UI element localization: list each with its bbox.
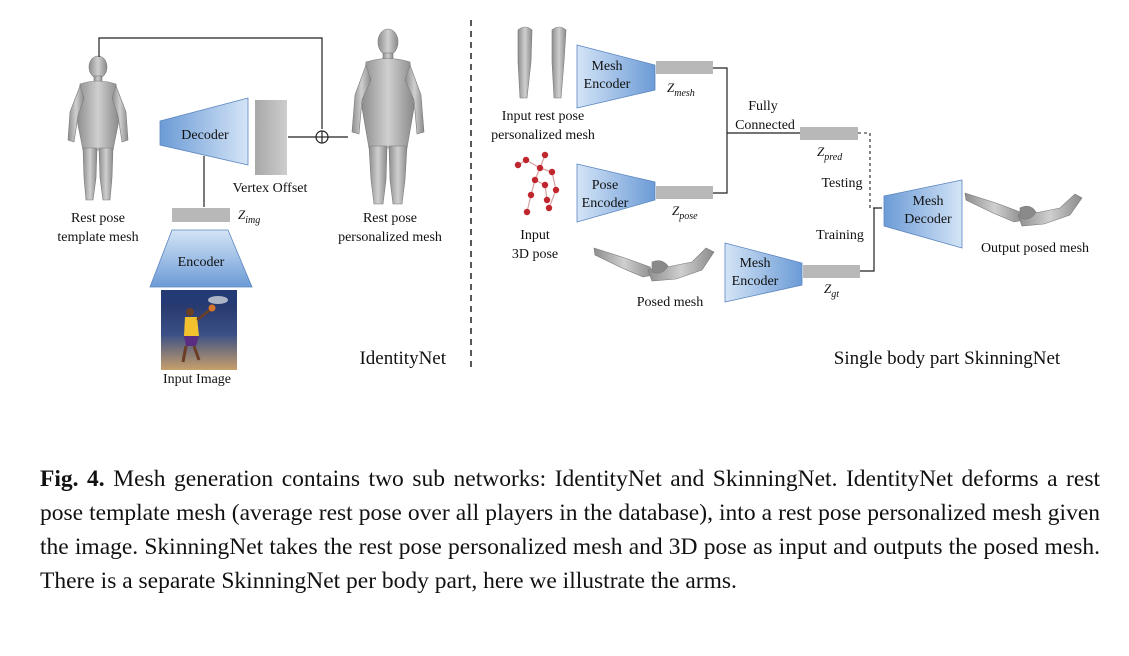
identitynet-title: IdentityNet: [359, 348, 446, 369]
z-pose-label: Zpose: [672, 203, 698, 222]
training-path: [860, 207, 882, 272]
z-gt-label: Zgt: [824, 281, 839, 300]
z-pose-latent-bar: [656, 186, 713, 199]
z-pred-label: Zpred: [817, 144, 843, 163]
fully-connected-label-2: Connected: [735, 118, 795, 133]
mesh-encoder-bottom-block: [724, 242, 803, 303]
decoder-block: [159, 97, 249, 166]
z-mesh-label: Zmesh: [667, 80, 695, 99]
mesh-encoder-bottom-label-2: Encoder: [732, 274, 779, 289]
training-label: Training: [816, 228, 864, 243]
identitynet-panel: Rest pose template mesh Decoder Vertex O…: [57, 28, 447, 387]
output-posed-mesh-label: Output posed mesh: [981, 241, 1089, 256]
input-arms-mesh: [517, 26, 567, 99]
z-mesh-latent-bar: [656, 61, 713, 74]
fully-connected-label-1: Fully: [748, 99, 778, 114]
plus-circle-icon: [315, 130, 329, 144]
mesh-encoder-top-label-1: Mesh: [591, 59, 622, 74]
mesh-decoder-label-1: Mesh: [912, 194, 943, 209]
pose-encoder-label-2: Encoder: [582, 196, 629, 211]
personalized-body-mesh: [351, 28, 425, 205]
input-image: [161, 290, 237, 370]
template-body-mesh: [67, 55, 129, 201]
mesh-encoder-top-label-2: Encoder: [584, 77, 631, 92]
posed-mesh-gt: [593, 247, 715, 282]
mesh-encoder-bottom-label-1: Mesh: [739, 256, 770, 271]
personalized-mesh-label-2: personalized mesh: [338, 230, 442, 245]
template-mesh-label-1: Rest pose: [71, 211, 125, 226]
figure-diagram: Rest pose template mesh Decoder Vertex O…: [57, 20, 1089, 387]
input-3d-pose-skeleton: [514, 151, 560, 216]
pose-encoder-label-1: Pose: [592, 178, 618, 193]
decoder-label: Decoder: [181, 128, 229, 143]
skinningnet-title: Single body part SkinningNet: [834, 348, 1061, 369]
encoder-label: Encoder: [178, 255, 225, 270]
skinningnet-panel: Input rest pose personalized mesh Mesh E…: [491, 26, 1089, 369]
encoder-block: [149, 229, 253, 288]
output-posed-mesh: [964, 192, 1083, 227]
posed-mesh-label: Posed mesh: [637, 295, 704, 310]
skip-connection-line: [98, 37, 323, 129]
caption-text: Mesh generation contains two sub network…: [40, 466, 1100, 594]
figure-caption: Fig. 4. Mesh generation contains two sub…: [40, 462, 1100, 598]
input-pose-label-2: 3D pose: [512, 247, 558, 262]
personalized-mesh-label-1: Rest pose: [363, 211, 417, 226]
input-mesh-label-2: personalized mesh: [491, 128, 595, 143]
input-mesh-label-1: Input rest pose: [502, 109, 584, 124]
input-pose-label-1: Input: [520, 228, 550, 243]
mesh-decoder-label-2: Decoder: [904, 212, 952, 227]
mesh-decoder-block: [883, 179, 963, 249]
template-mesh-label-2: template mesh: [57, 230, 138, 245]
z-gt-latent-bar: [803, 265, 860, 278]
z-img-latent-bar: [172, 208, 230, 222]
vertex-offset-label: Vertex Offset: [233, 181, 308, 196]
z-img-label: Zimg: [238, 207, 260, 226]
caption-fig-label: Fig. 4.: [40, 466, 105, 492]
z-pred-latent-bar: [800, 127, 858, 140]
mesh-encoder-top-block: [576, 44, 656, 109]
input-image-label: Input Image: [163, 372, 231, 387]
pose-encoder-block: [576, 163, 656, 223]
testing-dashed-path: [858, 132, 882, 209]
vertex-offset-block: [255, 100, 287, 175]
fully-connected-bracket: [713, 67, 728, 194]
testing-label: Testing: [821, 176, 862, 191]
